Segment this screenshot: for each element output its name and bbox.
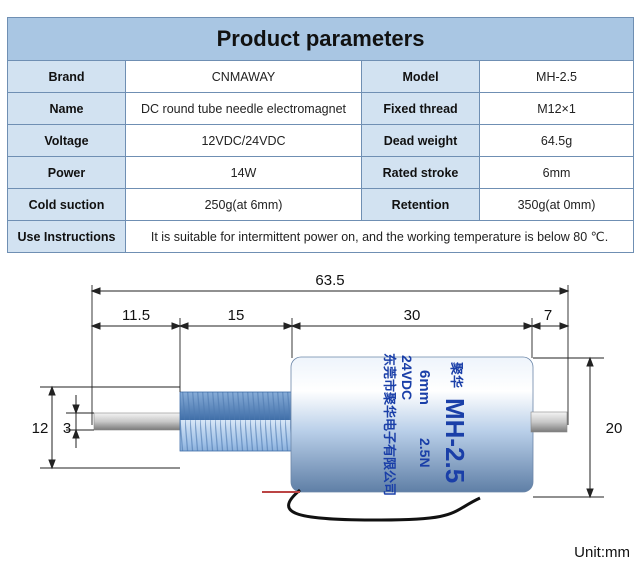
name-label: Name bbox=[8, 93, 126, 125]
rated-stroke-label: Rated stroke bbox=[362, 157, 480, 189]
voltage-label: Voltage bbox=[8, 125, 126, 157]
table-row: Cold suction 250g(at 6mm) Retention 350g… bbox=[8, 189, 634, 221]
dim-7: 7 bbox=[544, 307, 552, 324]
fixed-thread-label: Fixed thread bbox=[362, 93, 480, 125]
table-row: Use Instructions It is suitable for inte… bbox=[8, 221, 634, 253]
dim-12: 12 bbox=[32, 420, 49, 437]
table-row: Voltage 12VDC/24VDC Dead weight 64.5g bbox=[8, 125, 634, 157]
dim-11-5: 11.5 bbox=[122, 307, 150, 324]
name-value: DC round tube needle electromagnet bbox=[126, 93, 362, 125]
left-shaft bbox=[94, 413, 186, 430]
dimension-drawing: MH-2.5 6mm 24VDC 2.5N 东莞市聚华电子有限公司 聚华 bbox=[0, 262, 640, 575]
table-row: Name DC round tube needle electromagnet … bbox=[8, 93, 634, 125]
body-model-text: MH-2.5 bbox=[440, 398, 470, 483]
body-stroke-text: 6mm bbox=[416, 370, 433, 405]
body-brand-text: 聚华 bbox=[449, 361, 464, 388]
brand-label: Brand bbox=[8, 61, 126, 93]
dim-3: 3 bbox=[63, 420, 71, 437]
dead-weight-value: 64.5g bbox=[480, 125, 634, 157]
unit-label: Unit:mm bbox=[574, 544, 630, 561]
model-label: Model bbox=[362, 61, 480, 93]
body-force-text: 2.5N bbox=[417, 438, 433, 468]
fixed-thread-value: M12×1 bbox=[480, 93, 634, 125]
use-instructions-value: It is suitable for intermittent power on… bbox=[126, 221, 634, 253]
dim-20: 20 bbox=[606, 420, 623, 437]
dim-30: 30 bbox=[404, 307, 421, 324]
body-company-text: 东莞市聚华电子有限公司 bbox=[382, 353, 397, 496]
brand-value: CNMAWAY bbox=[126, 61, 362, 93]
cold-suction-value: 250g(at 6mm) bbox=[126, 189, 362, 221]
use-instructions-label: Use Instructions bbox=[8, 221, 126, 253]
retention-label: Retention bbox=[362, 189, 480, 221]
retention-value: 350g(at 0mm) bbox=[480, 189, 634, 221]
model-value: MH-2.5 bbox=[480, 61, 634, 93]
voltage-value: 12VDC/24VDC bbox=[126, 125, 362, 157]
threaded-sleeve bbox=[180, 392, 293, 451]
power-label: Power bbox=[8, 157, 126, 189]
power-value: 14W bbox=[126, 157, 362, 189]
dead-weight-label: Dead weight bbox=[362, 125, 480, 157]
table-title: Product parameters bbox=[8, 18, 634, 61]
cold-suction-label: Cold suction bbox=[8, 189, 126, 221]
table-row: Brand CNMAWAY Model MH-2.5 bbox=[8, 61, 634, 93]
table-row: Power 14W Rated stroke 6mm bbox=[8, 157, 634, 189]
dim-15: 15 bbox=[228, 307, 245, 324]
right-shaft bbox=[531, 412, 567, 432]
product-parameters-table: Product parameters Brand CNMAWAY Model M… bbox=[7, 17, 634, 253]
rated-stroke-value: 6mm bbox=[480, 157, 634, 189]
body-voltage-text: 24VDC bbox=[399, 355, 415, 400]
dim-overall: 63.5 bbox=[315, 272, 344, 289]
